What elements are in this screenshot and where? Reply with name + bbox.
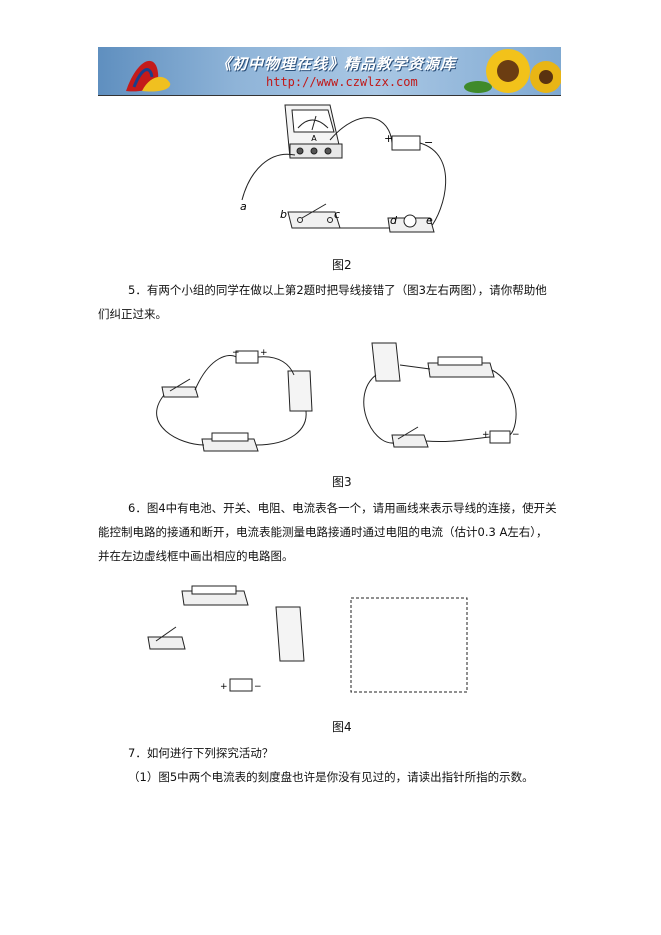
q6-line1: 6．图4中有电池、开关、电阻、电流表各一个，请用画线来表示导线的连接，使开关 [128,501,557,515]
sunflower-icon [464,49,561,93]
q7-sub1: （1）图5中两个电流表的刻度盘也许是你没有见过的，请读出指针所指的示数。 [128,770,534,784]
figure-2-diagram: A + − a b c d e [240,104,447,233]
fig3-right-plus: + [482,430,490,440]
label-a: a [240,200,247,213]
q5-line2: 们纠正过来。 [98,307,167,321]
banner-url: http://www.czwlzx.com [266,75,418,89]
label-b: b [280,208,287,221]
switch [147,636,186,650]
figure-2-caption: 图2 [332,258,352,272]
label-c: c [334,208,340,221]
header-rule [98,95,561,96]
battery [391,135,421,151]
header-banner: 《初中物理在线》精品教学资源库 http://www.czwlzx.com [98,47,561,95]
q6-line2: 能控制电路的接通和断开，电流表能测量电路接通时通过电阻的电流（估计0.3 A左右… [98,525,548,539]
fig3-left-minus: − [232,348,240,358]
battery-minus-label: − [424,136,433,149]
label-d: d [390,214,398,227]
switch [287,211,341,229]
ammeter [275,606,305,662]
q7-line1: 7．如何进行下列探究活动？ [128,746,274,760]
lamp-icon [403,214,417,228]
label-e: e [426,214,433,227]
battery [229,678,253,692]
q5-line1: 5．有两个小组的同学在做以上第2题时把导线接错了（图3左右两图），请你帮助他 [128,283,547,297]
ammeter-label: A [311,134,317,143]
fig3-left-plus: + [260,348,268,358]
fig4-minus: − [254,682,262,692]
banner-title: 《初中物理在线》精品教学资源库 [216,55,457,73]
fig4-plus: + [220,682,228,692]
figure-4-caption: 图4 [332,720,352,734]
figure-4-diagram: + − [147,585,468,693]
q6-line3: 并在左边虚线框中画出相应的电路图。 [98,549,294,563]
ammeter [284,104,343,159]
figure-3-diagram: − + + − [156,342,520,452]
figure-3-caption: 图3 [332,475,352,489]
banner-graphics [126,49,561,93]
battery-plus-label: + [384,132,393,145]
fig3-right-minus: − [512,430,520,440]
circuit-drawing-box [350,597,468,693]
